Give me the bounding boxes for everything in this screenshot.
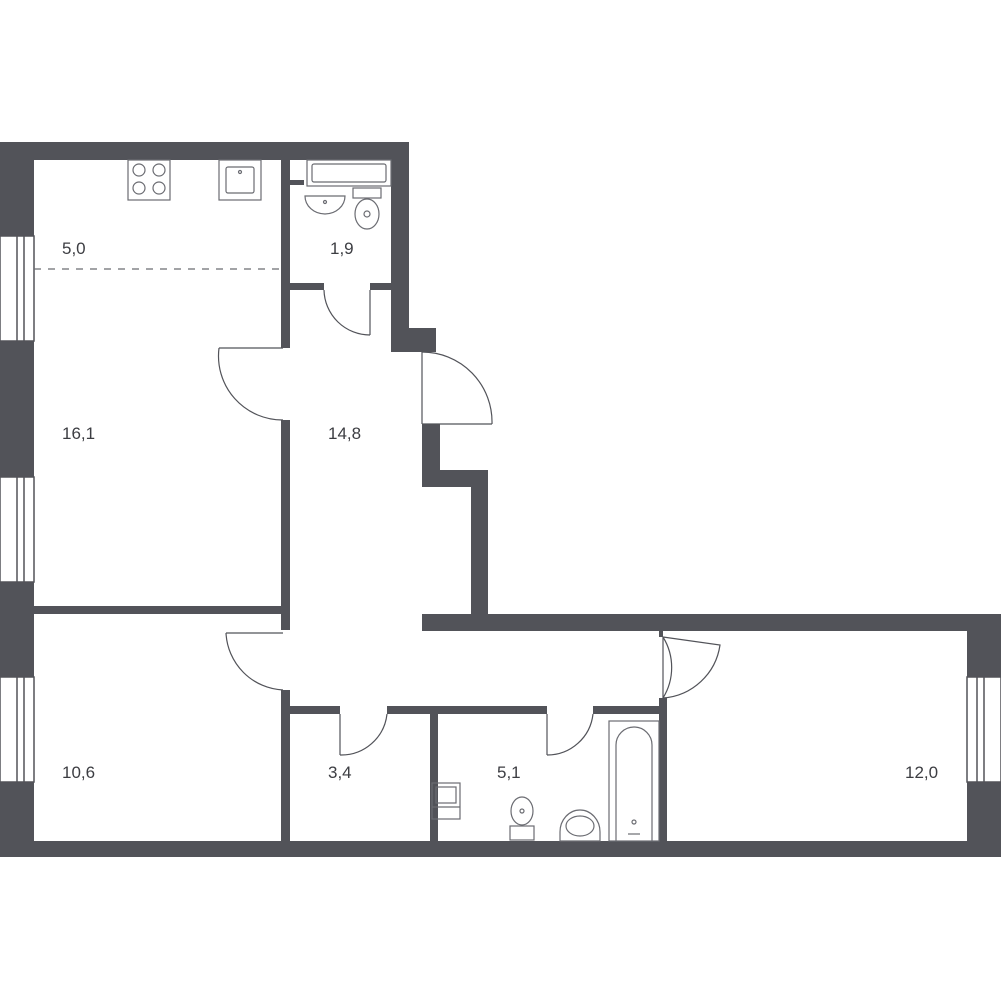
- bathtub-icon: [608, 720, 660, 842]
- toilet-icon: [509, 796, 535, 841]
- window-icon: [0, 676, 35, 783]
- door-swing-icon: [339, 713, 388, 756]
- room-area-living-room: 12,0: [905, 763, 938, 782]
- windows: [0, 235, 1001, 783]
- door-swing-icon: [225, 632, 284, 691]
- window-icon: [0, 235, 35, 342]
- sink-icon: [218, 159, 262, 201]
- door-swing-icon: [421, 351, 493, 425]
- room-area-bathroom-small: 1,9: [330, 239, 354, 258]
- room-area-bedroom-large: 16,1: [62, 424, 95, 443]
- toilet-icon: [352, 187, 382, 230]
- door-swing-icon: [217, 347, 284, 421]
- room-labels: 5,0 1,9 16,1 14,8 10,6 3,4 5,1 12,0: [62, 239, 938, 782]
- stove-icon: [127, 159, 171, 201]
- room-area-bedroom-small: 10,6: [62, 763, 95, 782]
- door-swing-icon: [546, 713, 594, 756]
- interior-walls: [34, 160, 667, 841]
- door-swing-icon: [662, 636, 721, 699]
- room-area-storage: 3,4: [328, 763, 352, 782]
- doors: [217, 289, 721, 756]
- washing-machine-icon: [431, 782, 461, 820]
- room-area-hallway: 14,8: [328, 424, 361, 443]
- room-area-kitchen-zone: 5,0: [62, 239, 86, 258]
- door-swing-icon: [323, 289, 371, 336]
- fixtures: [127, 159, 660, 842]
- outer-walls: [0, 142, 1001, 857]
- washbasin-icon: [559, 809, 601, 842]
- window-icon: [966, 676, 1001, 783]
- window-icon: [0, 476, 35, 583]
- washbasin-icon: [304, 195, 346, 215]
- room-area-bathroom-main: 5,1: [497, 763, 521, 782]
- bathtub-icon: [306, 159, 392, 187]
